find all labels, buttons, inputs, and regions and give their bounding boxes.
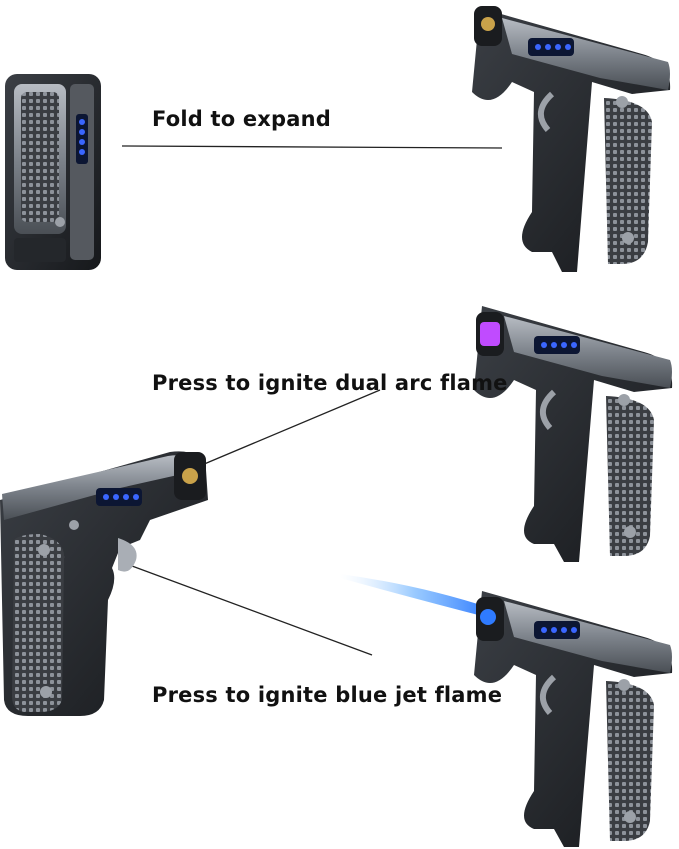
jet-flame-lighter-icon	[340, 574, 673, 847]
caption-dual-arc-flame: Press to ignite dual arc flame	[152, 371, 508, 395]
arc-connector-line	[189, 389, 381, 471]
caption-fold-to-expand: Fold to expand	[152, 107, 332, 131]
main-lighter-icon	[0, 451, 208, 716]
expanded-lighter-icon	[472, 6, 671, 272]
folded-lighter-icon	[5, 74, 101, 270]
arc-lighter-icon	[474, 306, 673, 562]
fold-connector-line	[121, 145, 503, 149]
caption-blue-jet-flame: Press to ignite blue jet flame	[152, 683, 503, 707]
jet-connector-line	[131, 565, 373, 656]
